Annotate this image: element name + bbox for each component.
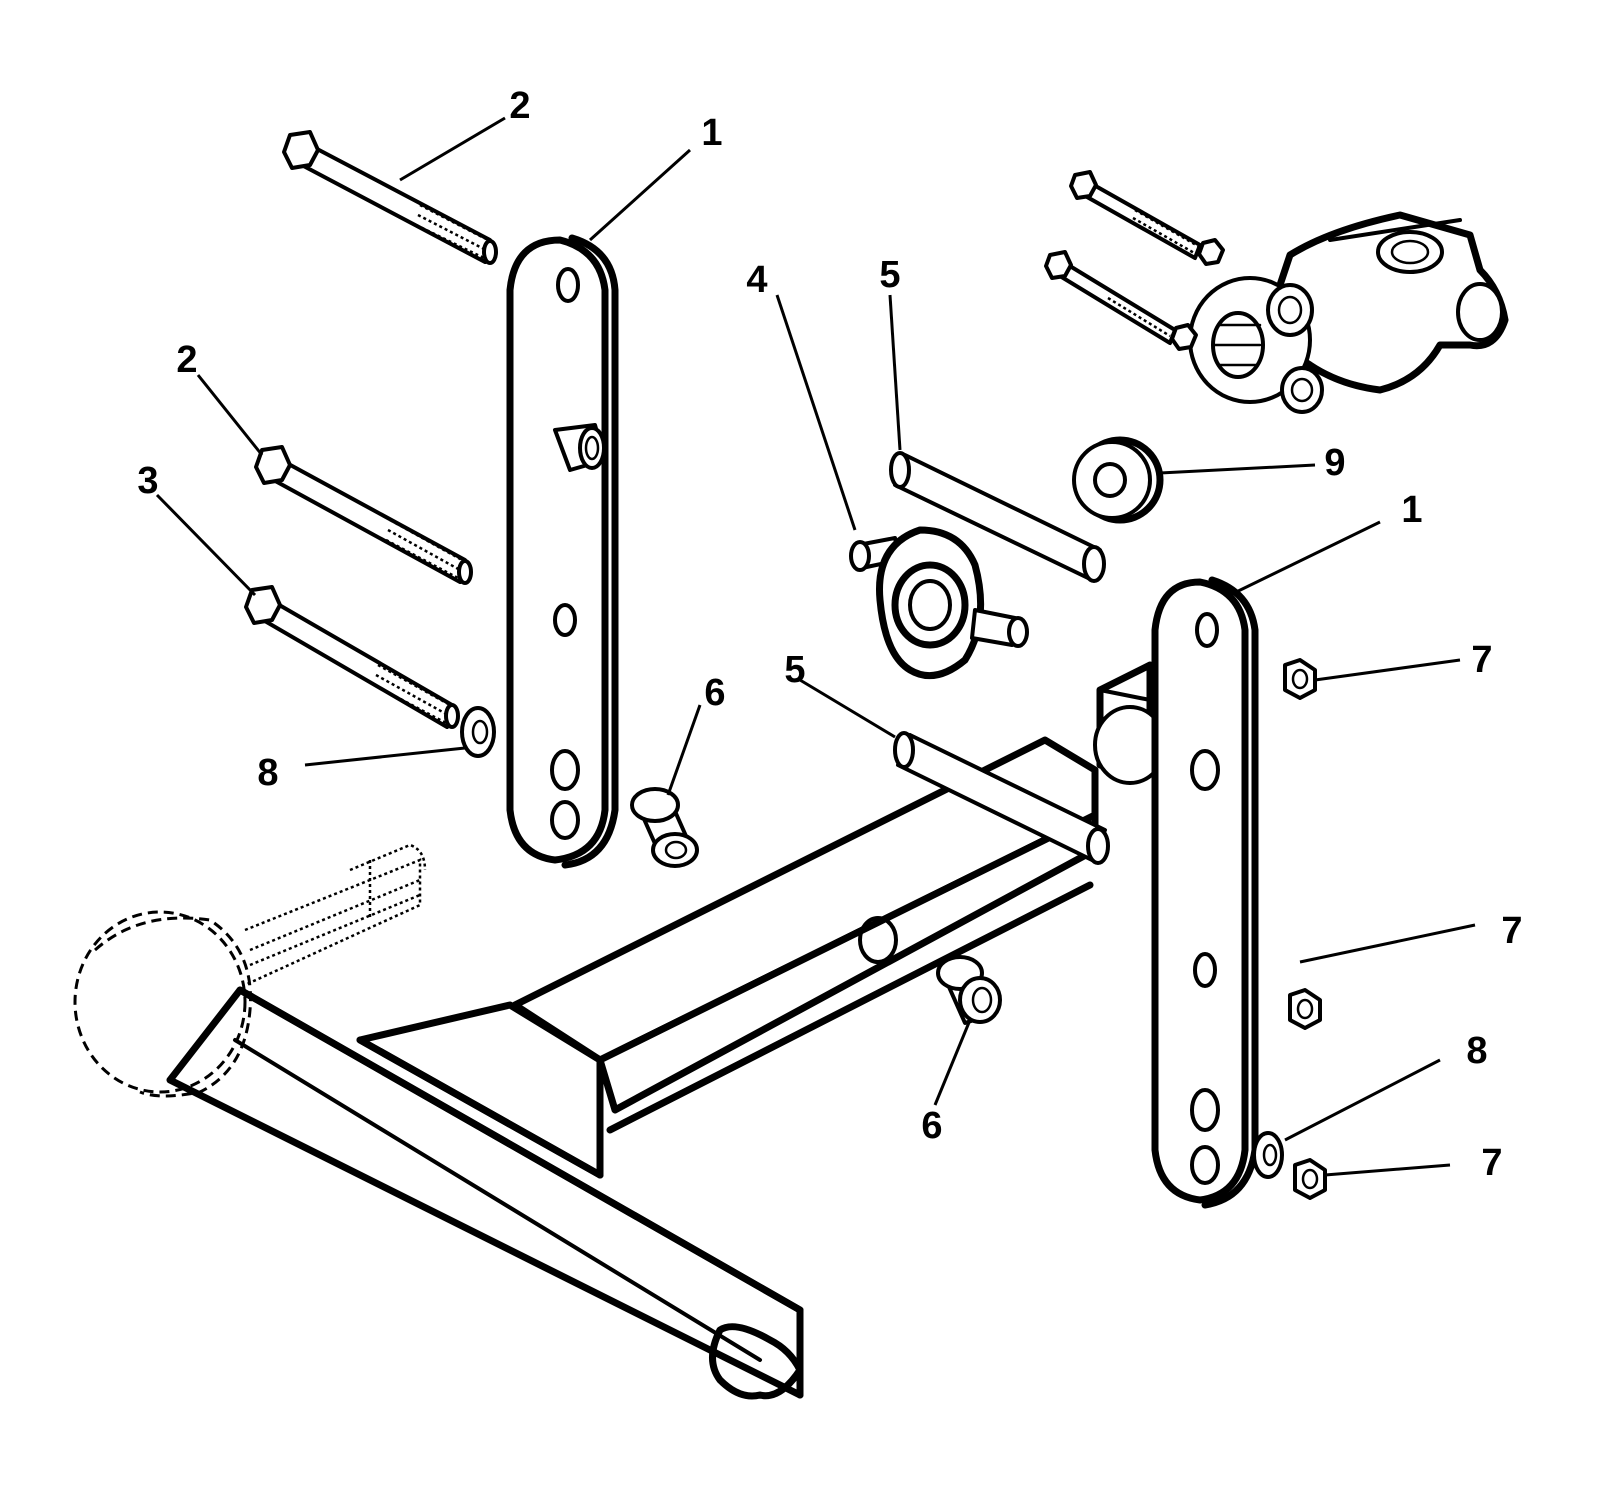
gearbox-housing — [1188, 211, 1509, 414]
callout-6-upper: 6 — [704, 672, 725, 714]
nut-upper-7 — [1283, 658, 1317, 700]
callout-1-left: 1 — [701, 112, 722, 154]
pin-upper-5 — [889, 451, 1106, 583]
callout-8-right: 8 — [1466, 1030, 1487, 1072]
callout-6-lower: 6 — [921, 1105, 942, 1147]
bolt-upper-2 — [282, 130, 498, 265]
gearbox-bolt-lower — [1044, 250, 1198, 351]
callout-8-left: 8 — [257, 752, 278, 794]
washer-left-8 — [460, 706, 496, 758]
pin-lower-5 — [893, 731, 1110, 865]
gearbox-bolt-upper — [1069, 170, 1225, 266]
nut-lower-7 — [1293, 1158, 1327, 1200]
callout-7-middle: 7 — [1501, 910, 1522, 952]
callout-labels: 1 1 2 2 3 4 5 5 6 6 7 7 7 8 8 9 — [137, 85, 1522, 1184]
wheel-hub-phantom — [73, 843, 427, 1098]
thrust-washer-9 — [1072, 436, 1164, 524]
callout-9: 9 — [1324, 442, 1345, 484]
link-plate-left — [506, 234, 619, 869]
axle-frame — [166, 661, 1167, 1400]
spacer-lower-6 — [936, 955, 1002, 1025]
callout-5-lower: 5 — [784, 649, 805, 691]
callout-3: 3 — [137, 460, 158, 502]
leader-lines — [155, 116, 1476, 1177]
bolt-middle-2 — [254, 445, 473, 585]
callout-7-lower: 7 — [1481, 1142, 1502, 1184]
trunnion-4 — [849, 526, 1029, 680]
spacer-upper-6 — [630, 787, 699, 868]
callout-5-upper: 5 — [879, 254, 900, 296]
callout-7-upper: 7 — [1471, 639, 1492, 681]
bolt-lower-3 — [244, 585, 460, 729]
nut-middle-7 — [1288, 988, 1322, 1030]
callout-1-right: 1 — [1401, 489, 1422, 531]
callout-2-top: 2 — [509, 85, 530, 127]
callout-2-middle: 2 — [176, 339, 197, 381]
callout-4: 4 — [746, 259, 767, 301]
washer-right-8 — [1252, 1131, 1284, 1179]
link-plate-right — [1151, 576, 1259, 1209]
